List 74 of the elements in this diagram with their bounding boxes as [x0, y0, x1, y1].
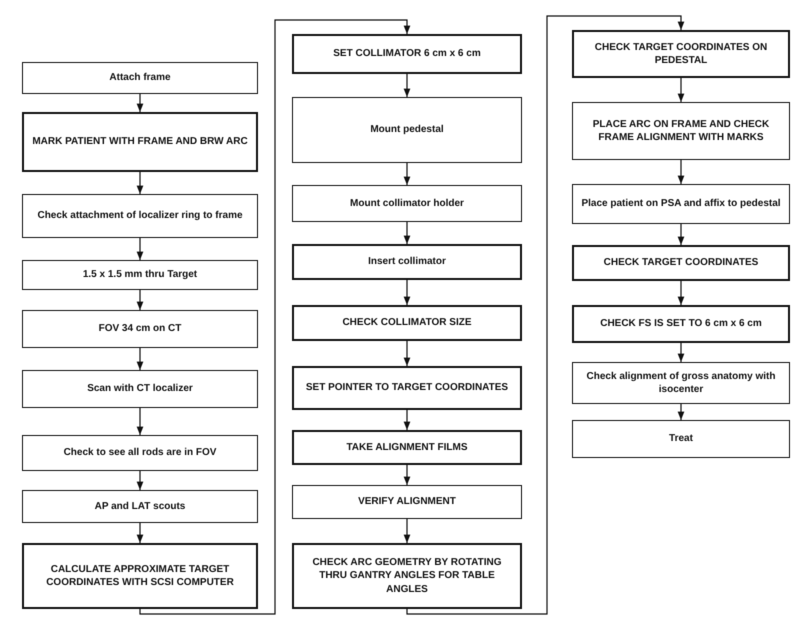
process-box [572, 102, 790, 160]
step-text: AP and LAT scouts [94, 500, 186, 514]
step-text: CHECK ARC GEOMETRY BY ROTATING THRU GANTRY ANGLES FOR TABLE ANGLES [311, 556, 503, 596]
process-box [292, 34, 522, 74]
process-box [22, 310, 258, 348]
process-box [22, 543, 258, 609]
process-box [572, 184, 790, 224]
step-text: Scan with CT localizer [87, 382, 193, 396]
arrow [678, 78, 684, 102]
step-text: SET POINTER TO TARGET COORDINATES [306, 381, 508, 395]
step-text: Check attachment of localizer ring to frame [37, 209, 243, 223]
process-box [22, 112, 258, 172]
step-text: Treat [669, 432, 693, 446]
step-text: Mount pedestal [370, 123, 444, 137]
process-box [22, 490, 258, 523]
process-box [292, 305, 522, 341]
process-box [572, 245, 790, 281]
arrow [136, 290, 144, 310]
process-box [22, 260, 258, 290]
process-box [22, 370, 258, 408]
step-text: CHECK COLLIMATOR SIZE [342, 316, 472, 330]
step-text: MARK PATIENT WITH FRAME AND BRW ARC [32, 135, 248, 149]
step-text: Check alignment of gross anatomy with isocenter [586, 370, 776, 396]
process-box [292, 185, 522, 222]
process-box [572, 420, 790, 458]
arrow [136, 348, 144, 370]
step-text: CHECK TARGET COORDINATES ON PEDESTAL [594, 40, 768, 68]
process-box [572, 30, 790, 78]
process-box [292, 244, 522, 280]
process-box [22, 62, 258, 94]
arrow [678, 281, 684, 305]
step-text: Insert collimator [368, 255, 446, 269]
step-text: 1.5 x 1.5 mm thru Target [82, 268, 198, 282]
arrow [406, 15, 684, 615]
step-text: VERIFY ALIGNMENT [358, 495, 456, 509]
arrow [678, 404, 684, 420]
arrow [404, 280, 410, 305]
arrow [404, 410, 410, 430]
step-text: Place patient on PSA and affix to pedestal [581, 197, 781, 211]
process-box [572, 362, 790, 404]
step-text: CALCULATE APPROXIMATE TARGET COORDINATES WITH SCSI COMPUTER [45, 562, 235, 590]
step-text: TAKE ALIGNMENT FILMS [346, 440, 468, 454]
process-box [22, 194, 258, 238]
process-box [292, 366, 522, 410]
arrow [404, 74, 410, 97]
arrow [139, 19, 410, 615]
arrow [678, 343, 684, 362]
arrow [136, 238, 144, 260]
arrow [404, 465, 410, 485]
step-text: Attach frame [109, 71, 171, 85]
arrow [678, 224, 684, 245]
arrow [404, 222, 410, 244]
step-text: Check to see all rods are in FOV [64, 446, 216, 460]
step-text: CHECK TARGET COORDINATES [604, 256, 758, 270]
process-box [292, 543, 522, 609]
step-text: PLACE ARC ON FRAME AND CHECK FRAME ALIGNMENT WITH MARKS [592, 118, 770, 144]
arrow [136, 408, 144, 435]
step-text: Mount collimator holder [350, 196, 464, 210]
arrow [678, 160, 684, 184]
arrow [136, 94, 144, 112]
step-text: FOV 34 cm on CT [98, 322, 182, 336]
step-text: CHECK FS IS SET TO 6 cm x 6 cm [600, 317, 762, 331]
arrow [136, 523, 144, 543]
step-text: SET COLLIMATOR 6 cm x 6 cm [333, 47, 481, 61]
process-box [22, 435, 258, 471]
arrow [136, 471, 144, 490]
process-box [292, 97, 522, 163]
arrow [136, 172, 144, 194]
process-box [292, 485, 522, 519]
arrow [404, 519, 410, 543]
arrow [404, 163, 410, 185]
process-box [572, 305, 790, 343]
process-box [292, 430, 522, 465]
arrow [404, 341, 410, 366]
